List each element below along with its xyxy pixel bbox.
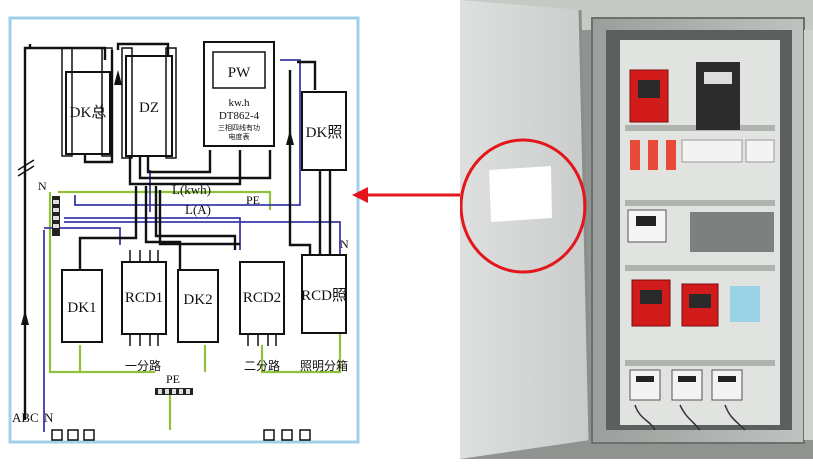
dz-breaker: DZ bbox=[121, 47, 177, 159]
dk-main-breaker: DK总 bbox=[61, 47, 113, 157]
bottom-connectors-left bbox=[51, 429, 95, 441]
dk-light-label: DK照 bbox=[306, 125, 343, 141]
label-n-right: N bbox=[340, 237, 349, 251]
dk-light-breaker: DK照 bbox=[301, 91, 347, 171]
callout-arrow bbox=[348, 180, 463, 210]
label-l-kwh: L(kwh) bbox=[172, 182, 211, 197]
wiring-diagram: DK总 DZ PW kw.h DT862-4 三相四线有功 电度表 DK照 L(… bbox=[0, 0, 370, 459]
energy-meter bbox=[696, 62, 740, 130]
rcd1-label: RCD1 bbox=[125, 290, 163, 306]
pw-desc-1: 三相四线有功 bbox=[218, 123, 260, 132]
pe-terminal-bar: PE bbox=[155, 372, 193, 395]
label-n-bottom: N bbox=[44, 410, 54, 425]
rcd1-breaker: RCD1 bbox=[121, 250, 167, 346]
red-breaker-top bbox=[629, 69, 669, 123]
pw-label: PW bbox=[228, 65, 251, 81]
bottom-connectors-right bbox=[263, 429, 311, 441]
label-pe-lower: PE bbox=[166, 372, 180, 386]
branch-two-label: 二分路 bbox=[244, 358, 280, 373]
cabinet-door bbox=[460, 0, 590, 459]
pw-unit: kw.h bbox=[229, 97, 250, 109]
dk1-label: DK1 bbox=[67, 300, 96, 316]
lighting-box-label: 照明分箱 bbox=[300, 358, 348, 373]
dk2-label: DK2 bbox=[183, 292, 212, 308]
red-circle-icon bbox=[460, 138, 587, 274]
label-pe-upper: PE bbox=[246, 193, 260, 207]
rcd2-breaker: RCD2 bbox=[239, 261, 285, 346]
dz-label: DZ bbox=[139, 100, 159, 116]
dk2-breaker: DK2 bbox=[177, 269, 219, 343]
neutral-terminal-block bbox=[52, 196, 60, 236]
rcd-light-label: RCD照 bbox=[301, 288, 347, 304]
label-n-left: N bbox=[38, 179, 47, 193]
wiring-paper bbox=[489, 166, 552, 222]
rcd-light-breaker: RCD照 bbox=[301, 254, 347, 334]
label-abc: ABC bbox=[12, 410, 39, 425]
dk1-breaker: DK1 bbox=[61, 269, 103, 343]
left-arrow-icon bbox=[352, 187, 460, 203]
rcd2-label: RCD2 bbox=[243, 290, 281, 306]
dk-main-label: DK总 bbox=[70, 104, 107, 121]
phase-wire bbox=[23, 42, 332, 420]
pe-wire bbox=[48, 190, 342, 430]
pw-desc-2: 电度表 bbox=[229, 132, 250, 141]
pw-model: DT862-4 bbox=[219, 110, 260, 122]
label-l-a: L(A) bbox=[185, 202, 211, 217]
cabinet-photo bbox=[460, 0, 813, 459]
red-breaker-lower bbox=[631, 279, 760, 327]
branch-one-label: 一分路 bbox=[125, 358, 161, 373]
pw-meter: PW kw.h DT862-4 三相四线有功 电度表 bbox=[203, 41, 275, 147]
